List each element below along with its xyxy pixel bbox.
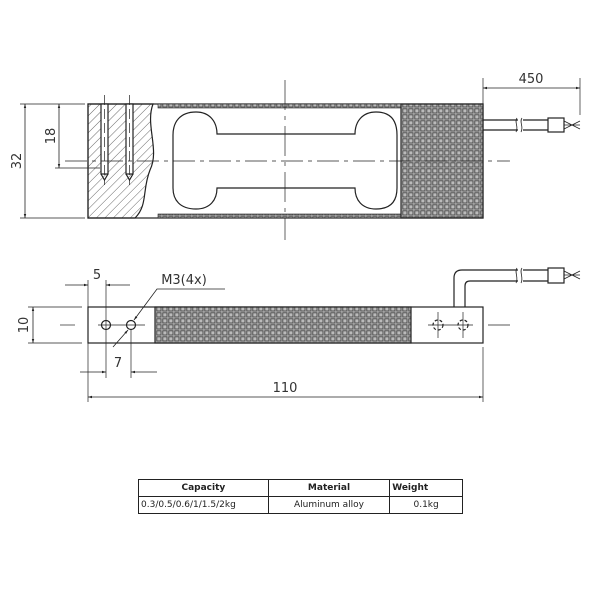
dim-height: 32: [10, 153, 25, 170]
texture-strip: [157, 213, 402, 219]
strain-gauge-area: [154, 306, 412, 344]
dim-thread: M3(4x): [161, 273, 207, 288]
table-row: 0.3/0.5/0.6/1/1.5/2kg Aluminum alloy 0.1…: [138, 496, 463, 514]
header-weight: Weight: [389, 479, 463, 497]
table-header-row: Capacity Material Weight: [138, 479, 463, 497]
dogbone-cutout: [172, 111, 398, 210]
spec-table: Capacity Material Weight 0.3/0.5/0.6/1/1…: [138, 479, 463, 514]
header-capacity: Capacity: [138, 479, 269, 497]
dim-hole-spacing-bottom: 7: [114, 356, 122, 371]
dim-thickness: 10: [17, 317, 32, 334]
cell-weight: 0.1kg: [389, 496, 463, 514]
texture-strip: [157, 103, 402, 109]
cable: [453, 269, 548, 307]
cell-capacity: 0.3/0.5/0.6/1/1.5/2kg: [138, 496, 269, 514]
cell-material: Aluminum alloy: [267, 496, 391, 514]
side-view: [28, 267, 581, 402]
dim-hole-spacing-top: 5: [93, 268, 101, 283]
cable: [483, 119, 548, 131]
dim-length: 110: [273, 381, 298, 396]
header-material: Material: [267, 479, 391, 497]
dim-hole-depth: 18: [44, 128, 59, 145]
dim-cable-length: 450: [519, 72, 544, 87]
top-view: [20, 78, 581, 240]
